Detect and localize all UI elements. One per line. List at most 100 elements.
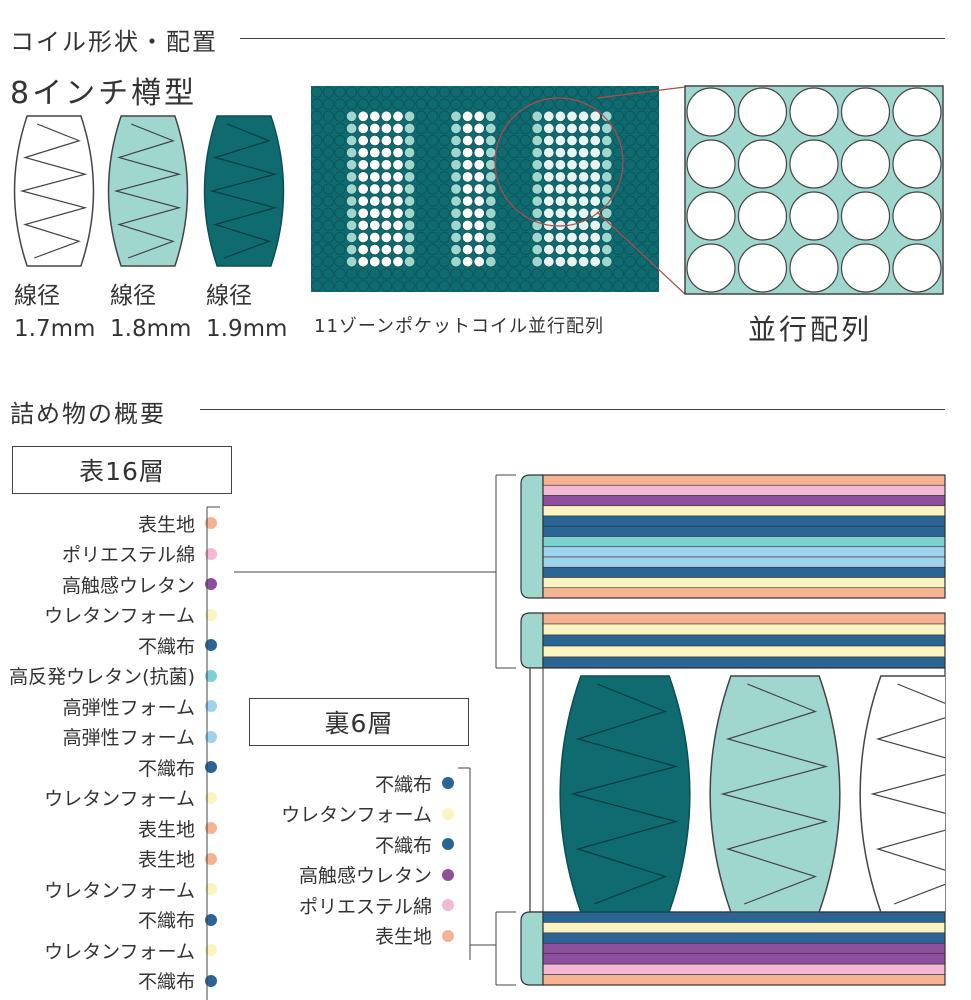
zone-coil (380, 110, 392, 122)
parallel-coil (789, 243, 839, 293)
zone-coil (380, 86, 392, 98)
zone-coil (450, 159, 462, 171)
zone-coil (427, 110, 439, 122)
zone-coil (450, 256, 462, 268)
layer-list-item: 不織布 (9, 752, 217, 783)
layer-list-item: 表生地 (9, 844, 217, 875)
zone-coil (520, 86, 532, 98)
zone-coil (508, 135, 520, 147)
zone-coil (473, 159, 485, 171)
zone-coil (485, 195, 497, 207)
zone-coil (543, 207, 555, 219)
zone-coil (554, 244, 566, 256)
zone-coil (647, 135, 659, 147)
zone-coil (496, 256, 508, 268)
top-band (520, 474, 946, 599)
top-layers-list: 表生地ポリエステル綿高触感ウレタンウレタンフォーム不織布高反発ウレタン(抗菌)高… (9, 508, 217, 996)
zone-coil (311, 280, 323, 292)
coil-3-caption: 線径 1.9mm (206, 280, 287, 346)
layer-list-item: 不織布 (281, 829, 454, 860)
section-rule-coil (240, 38, 945, 39)
zone-coil (496, 86, 508, 98)
zone-coil (624, 219, 636, 231)
zone-coil (554, 159, 566, 171)
zone-coil (415, 219, 427, 231)
zone-coil (531, 280, 543, 292)
zone-coil (357, 159, 369, 171)
zone-coil (311, 219, 323, 231)
zone-coil (624, 171, 636, 183)
zone-coil (334, 135, 346, 147)
zone-coil (543, 231, 555, 243)
zone-coil (612, 219, 624, 231)
zone-coil (473, 195, 485, 207)
parallel-coil (789, 87, 839, 137)
zone-coil (392, 86, 404, 98)
bottom-band-stripe (542, 932, 946, 944)
zone-coil (438, 110, 450, 122)
zone-coil (462, 195, 474, 207)
zone-coil (311, 171, 323, 183)
layer-label: 高弾性フォーム (62, 696, 195, 719)
zoom-line-top (596, 86, 686, 99)
zone-coil (334, 219, 346, 231)
layer-list-item: ポリエステル綿 (281, 890, 454, 921)
zone-coil (357, 207, 369, 219)
zone-coil (624, 268, 636, 280)
zone-coil (346, 244, 358, 256)
zone-coil (380, 207, 392, 219)
zone-coil (369, 256, 381, 268)
zone-coil (485, 207, 497, 219)
zone-coil (578, 280, 590, 292)
zone-coil (554, 147, 566, 159)
zone-coil (346, 195, 358, 207)
zone-coil (450, 86, 462, 98)
zone-coil (322, 110, 334, 122)
zone-coil (415, 183, 427, 195)
zone-coil (392, 159, 404, 171)
zone-coil (636, 231, 648, 243)
coil-3-size: 1.9mm (206, 316, 288, 342)
zone-coil (311, 256, 323, 268)
mid-band-stripe (542, 623, 946, 636)
zone-coil (647, 110, 659, 122)
zone-coil (612, 268, 624, 280)
zone-coil (612, 195, 624, 207)
bottom-band-stripe (542, 922, 946, 934)
zone-coil (415, 122, 427, 134)
zone-coil (438, 171, 450, 183)
zone-coil (612, 147, 624, 159)
zone-coil (427, 231, 439, 243)
zone-coil (520, 195, 532, 207)
zone-coil (485, 159, 497, 171)
zone-coil (415, 159, 427, 171)
zone-coil (508, 256, 520, 268)
zone-coil (438, 280, 450, 292)
layer-color-dot (205, 974, 217, 987)
layer-label: ウレタンフォーム (44, 940, 195, 963)
zone-coil (311, 147, 323, 159)
layer-color-dot (442, 929, 454, 942)
zone-coil (520, 147, 532, 159)
zone-coil (624, 159, 636, 171)
zone-coil (496, 147, 508, 159)
zone-coil (369, 98, 381, 110)
zone-coil (636, 207, 648, 219)
zone-coil (380, 231, 392, 243)
parallel-coil (686, 139, 736, 189)
zone-coil (392, 122, 404, 134)
zone-coil (357, 280, 369, 292)
zone-coil (543, 195, 555, 207)
zone-coil (380, 244, 392, 256)
zone-coil (543, 159, 555, 171)
zone-coil (462, 183, 474, 195)
zone-coil (589, 219, 601, 231)
zone-coil (543, 135, 555, 147)
bottom-band-stripe (542, 953, 946, 965)
zone-coil (380, 147, 392, 159)
layer-list-item: ポリエステル綿 (9, 539, 217, 570)
zone-coil (647, 159, 659, 171)
zone-coil (311, 268, 323, 280)
zone-coil (334, 280, 346, 292)
zone-coil (508, 171, 520, 183)
